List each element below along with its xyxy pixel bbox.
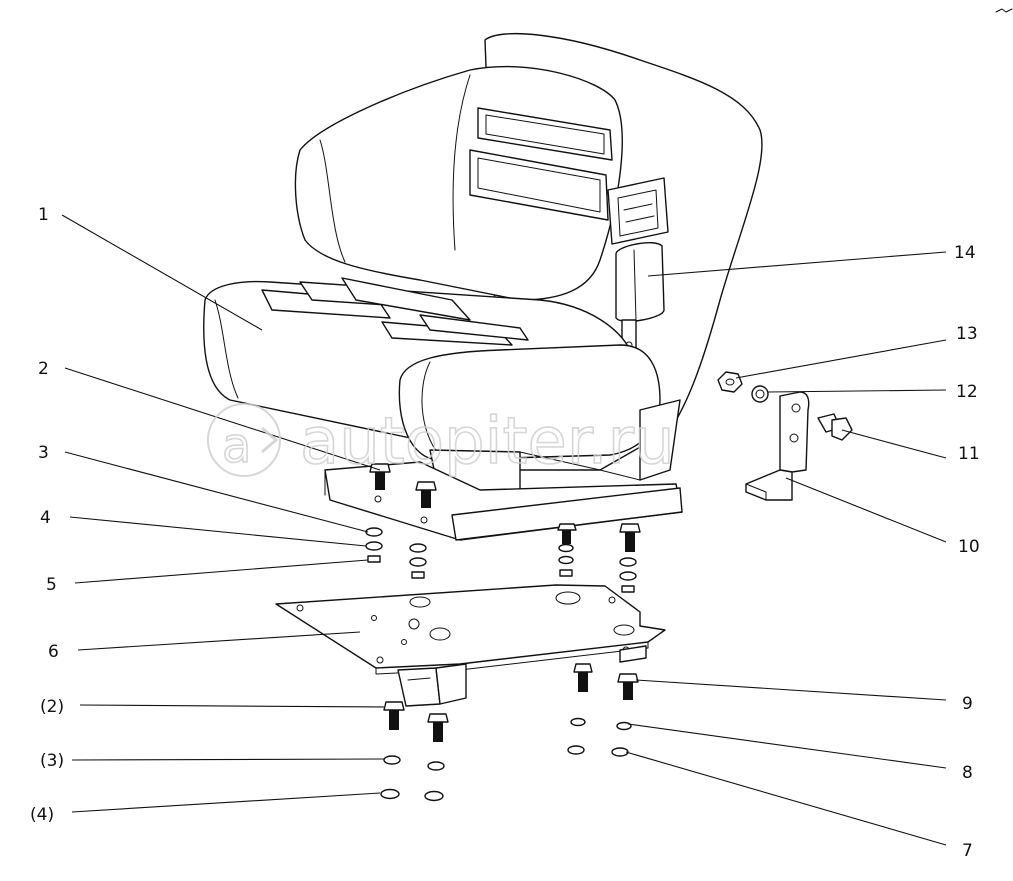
bracket-bolt — [817, 413, 853, 441]
callout-13: 13 — [956, 324, 978, 344]
callout-9: 9 — [962, 694, 973, 714]
callout-14: 14 — [954, 243, 976, 263]
callout-1: 1 — [38, 205, 49, 225]
callout-p3: (3) — [40, 751, 64, 771]
callout-p2: (2) — [40, 697, 64, 717]
callout-12: 12 — [956, 382, 978, 402]
watermark-text: autopiter.ru — [300, 405, 675, 479]
lower-bolt — [383, 663, 639, 742]
callout-11: 11 — [958, 444, 980, 464]
watermark-arrow-icon — [261, 426, 279, 454]
corner-mark — [995, 8, 1013, 13]
callout-2: 2 — [38, 359, 49, 379]
callout-10: 10 — [958, 537, 980, 557]
watermark-logo-glyph: a — [222, 418, 251, 474]
callout-p4: (4) — [30, 805, 54, 825]
hex-nut — [717, 371, 743, 393]
watermark: a autopiter.ru — [207, 403, 675, 480]
lower-washer-stack — [380, 717, 632, 802]
seat-base-rail — [324, 461, 683, 541]
callout-3: 3 — [38, 443, 49, 463]
callout-8: 8 — [962, 763, 973, 783]
spring-washer — [751, 385, 769, 403]
callout-5: 5 — [46, 575, 57, 595]
upper-washer-stack — [365, 527, 637, 593]
belt-bracket — [745, 391, 810, 501]
callout-labels: 1 2 3 4 5 6 (2) (3) (4) 7 8 9 10 11 12 1… — [30, 205, 980, 861]
mounting-plate — [275, 584, 666, 707]
seat-assembly — [203, 33, 763, 501]
callout-4: 4 — [40, 508, 51, 528]
callout-7: 7 — [962, 841, 973, 861]
upper-bolt — [369, 463, 641, 552]
leader-lines — [61, 214, 947, 846]
callout-6: 6 — [48, 642, 59, 662]
